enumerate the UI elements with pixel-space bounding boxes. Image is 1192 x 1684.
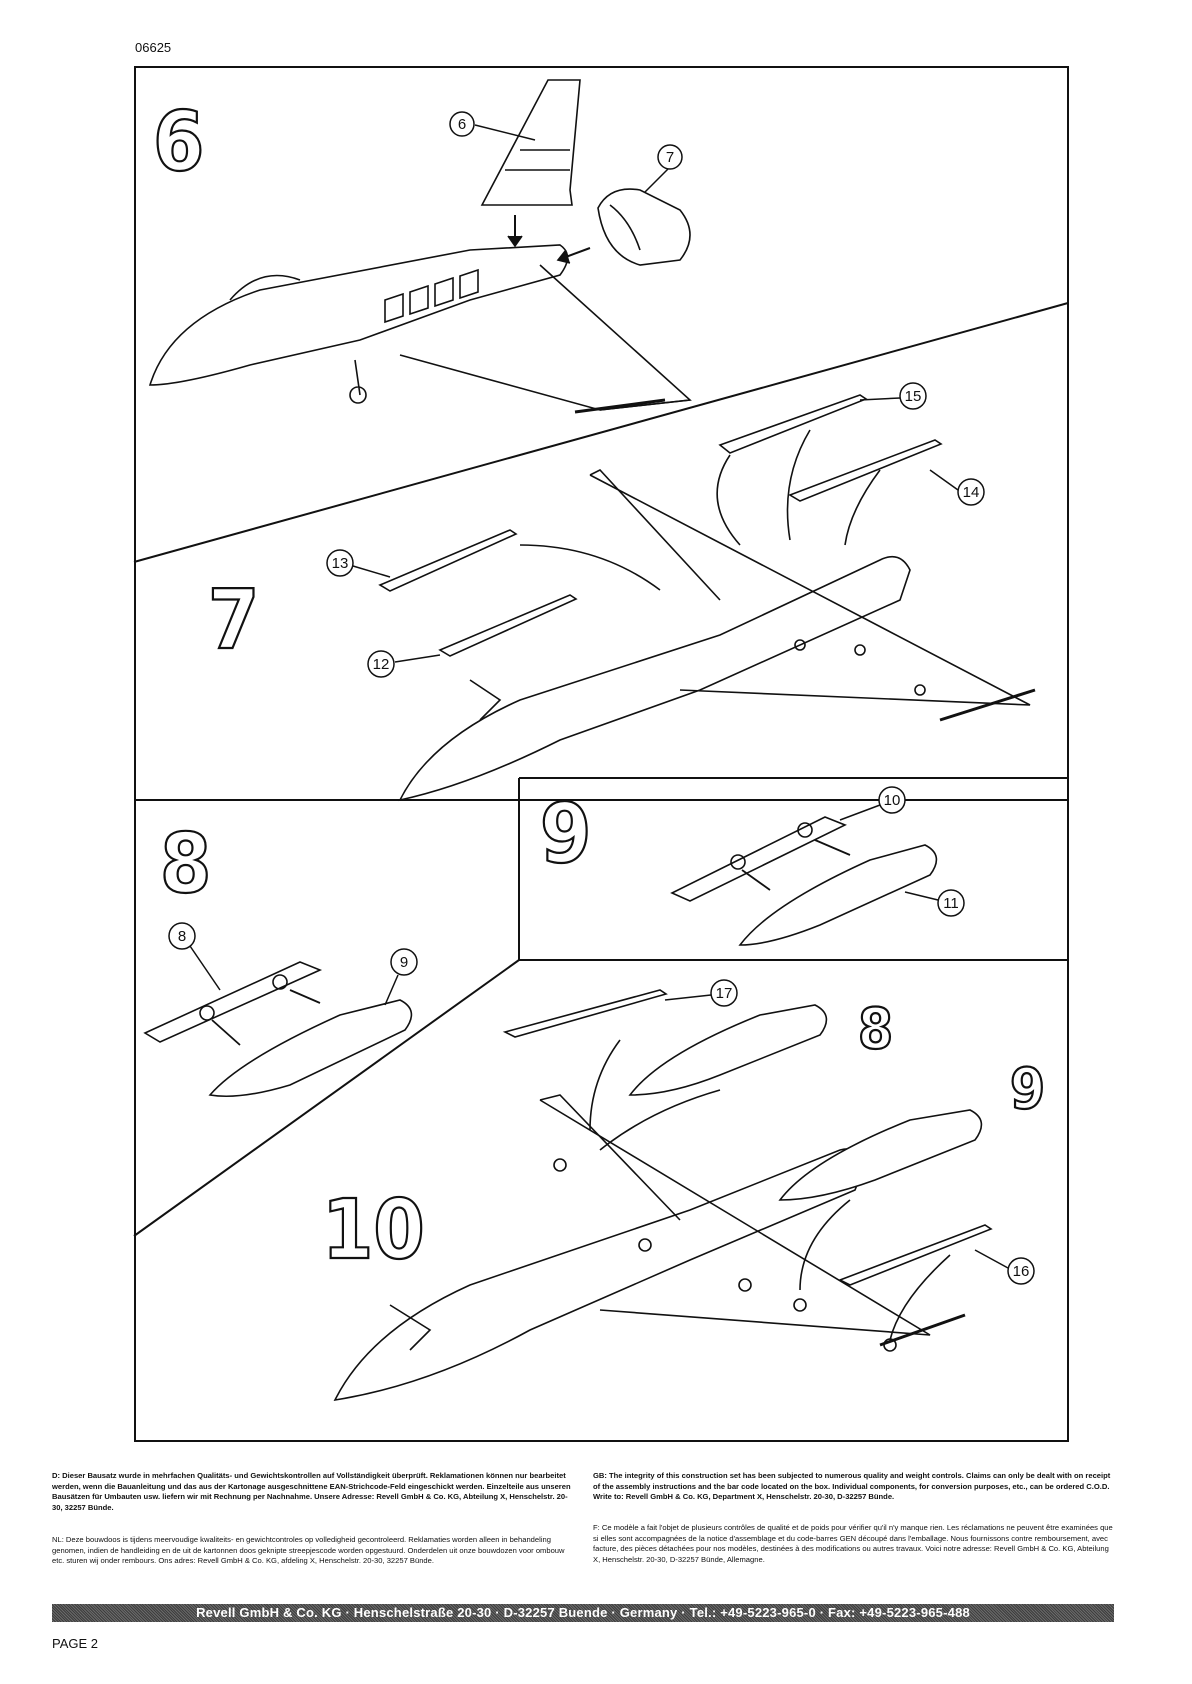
callout-12: 12 xyxy=(367,650,441,678)
step-7-number: 7 xyxy=(208,573,259,668)
step-9-number: 9 xyxy=(540,787,591,882)
step-8-drawing xyxy=(143,961,413,1097)
callout-13: 13 xyxy=(326,549,391,578)
callout-13-label: 13 xyxy=(332,555,349,572)
callout-17-label: 17 xyxy=(716,985,733,1002)
callout-7-label: 7 xyxy=(666,149,674,166)
callout-15: 15 xyxy=(859,382,927,410)
callout-14: 14 xyxy=(929,469,985,506)
callout-9-label: 9 xyxy=(400,954,408,971)
note-french: F: Ce modèle a fait l'objet de plusieurs… xyxy=(593,1523,1113,1564)
step-8-number: 8 xyxy=(160,817,211,912)
callout-10: 10 xyxy=(839,786,906,821)
company-address-bar: Revell GmbH & Co. KG · Henschelstraße 20… xyxy=(52,1604,1114,1622)
step-9-drawing xyxy=(670,816,938,946)
note-dutch: NL: Deze bouwdoos is tijdens meervoudige… xyxy=(52,1535,565,1566)
callout-16: 16 xyxy=(974,1249,1035,1285)
callout-15-label: 15 xyxy=(905,388,922,405)
note-english: GB: The integrity of this construction s… xyxy=(593,1471,1111,1502)
callout-7: 7 xyxy=(644,144,683,193)
document-code: 06625 xyxy=(135,40,172,55)
step-6-number: 6 xyxy=(153,95,204,190)
step-7-aircraft-drawing xyxy=(378,394,1036,802)
note-german: D: Dieser Bausatz wurde in mehrfachen Qu… xyxy=(52,1471,571,1512)
callout-14-label: 14 xyxy=(963,484,980,501)
callout-11-label: 11 xyxy=(943,895,959,912)
callout-6: 6 xyxy=(449,111,536,141)
callout-8-label: 8 xyxy=(178,928,186,945)
step-10-aircraft-drawing xyxy=(333,989,993,1402)
callout-17: 17 xyxy=(664,979,738,1007)
step-6-aircraft-drawing xyxy=(148,79,692,414)
callout-12-label: 12 xyxy=(373,656,390,673)
step-10-sub9-number: 9 xyxy=(1010,1057,1045,1122)
step-10-sub8-number: 8 xyxy=(858,997,893,1062)
step-10-number: 10 xyxy=(322,1183,425,1278)
callout-11: 11 xyxy=(904,889,965,917)
callout-16-label: 16 xyxy=(1013,1263,1030,1280)
page-number: PAGE 2 xyxy=(52,1636,99,1651)
callout-6-label: 6 xyxy=(458,116,466,133)
instruction-frame xyxy=(134,66,1069,1442)
callout-10-label: 10 xyxy=(884,792,901,809)
panel-dividers xyxy=(133,302,1069,1237)
callout-9: 9 xyxy=(384,948,418,1006)
callout-8: 8 xyxy=(168,922,221,991)
